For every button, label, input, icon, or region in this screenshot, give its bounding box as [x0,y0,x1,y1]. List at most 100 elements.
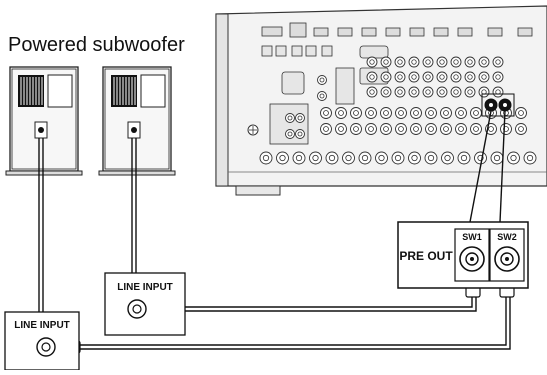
rca-jack [470,107,482,119]
diagram-title: Powered subwoofer [8,34,185,56]
rca-jack [492,56,504,68]
speaker-terminal [424,151,438,165]
rca-jack [408,56,420,68]
speaker-terminal [292,151,306,165]
rca-jack [335,123,347,135]
rca-jack [320,107,332,119]
rca-jack [436,56,448,68]
rca-jack [410,123,422,135]
rca-jack [317,91,327,101]
rca-jack [464,56,476,68]
rca-jack [436,71,448,83]
rca-jack [410,107,422,119]
rca-jack [335,107,347,119]
rca-jack [500,123,512,135]
rca-jack [425,123,437,135]
rca-jack [380,56,392,68]
rca-jack [515,107,527,119]
rca-jack [450,86,462,98]
rca-jack [455,107,467,119]
rca-jack [285,113,295,123]
subwoofer-heatsink [111,75,137,107]
preout-label: PRE OUT [399,249,453,263]
rca-jack [478,71,490,83]
rca-jack [450,56,462,68]
rca-jack [422,56,434,68]
rca-jack [408,86,420,98]
rca-jack [366,56,378,68]
rca-jack [285,129,295,139]
line-input-box-upper: LINE INPUT [104,272,186,336]
rca-jack [492,71,504,83]
rca-jack [295,129,305,139]
speaker-terminal [375,151,388,165]
sw1-jack-icon [459,246,485,272]
rca-jack [515,123,527,135]
rca-jack [470,123,482,135]
speaker-terminal [358,151,372,165]
sw2-jack-icon [494,246,520,272]
rca-jack [320,123,332,135]
rca-jack [380,86,392,98]
speaker-terminal [457,151,471,165]
rca-jack [394,86,406,98]
rca-jack [380,123,392,135]
rca-jack [440,123,452,135]
rca-jack [492,86,504,98]
subwoofer-right [98,66,176,176]
rca-jack [350,123,362,135]
hdmi-ports [261,22,533,38]
speaker-terminal [507,151,520,165]
rca-jack [436,86,448,98]
rca-jack [380,71,392,83]
subwoofer-heatsink [18,75,44,107]
speaker-terminal [474,151,487,165]
line-input-box-lower: LINE INPUT [4,311,80,371]
sw2-label: SW2 [497,232,517,242]
rca-jack [464,86,476,98]
rca-jack [394,56,406,68]
speaker-terminal [523,151,537,165]
speaker-terminal [490,151,504,165]
preout-panel: PRE OUT SW1 SW2 [397,221,529,289]
rca-jack [464,71,476,83]
rca-jack [394,71,406,83]
rca-jack [317,75,327,85]
speaker-terminal [408,151,421,165]
rca-jack [380,107,392,119]
rca-jack [450,71,462,83]
rca-jack [455,123,467,135]
receiver-rear-panel [215,5,547,196]
rca-jack [408,71,420,83]
rca-jack [366,86,378,98]
speaker-terminal [391,151,405,165]
sw1-label: SW1 [462,232,482,242]
line-input-label: LINE INPUT [14,320,70,331]
line-input-label: LINE INPUT [117,282,173,293]
rca-jack [295,113,305,123]
rca-jack [478,56,490,68]
speaker-terminal [309,151,322,165]
rca-jack [422,71,434,83]
rca-jack [478,86,490,98]
rca-jack [366,71,378,83]
speaker-terminal [276,151,289,165]
rca-jack [365,107,377,119]
speaker-terminal [342,151,355,165]
rca-jack [350,107,362,119]
rca-jack [440,107,452,119]
subwoofer-cables [38,110,511,350]
rca-jack [425,107,437,119]
rca-jack [365,123,377,135]
receiver-foot [235,185,281,196]
speaker-terminal [441,151,454,165]
rca-jack [395,123,407,135]
rca-jack [395,107,407,119]
subwoofer-left [5,66,83,176]
speaker-terminal-row [259,151,537,165]
speaker-terminal [259,151,273,165]
rca-jack [422,86,434,98]
speaker-terminal [325,151,339,165]
